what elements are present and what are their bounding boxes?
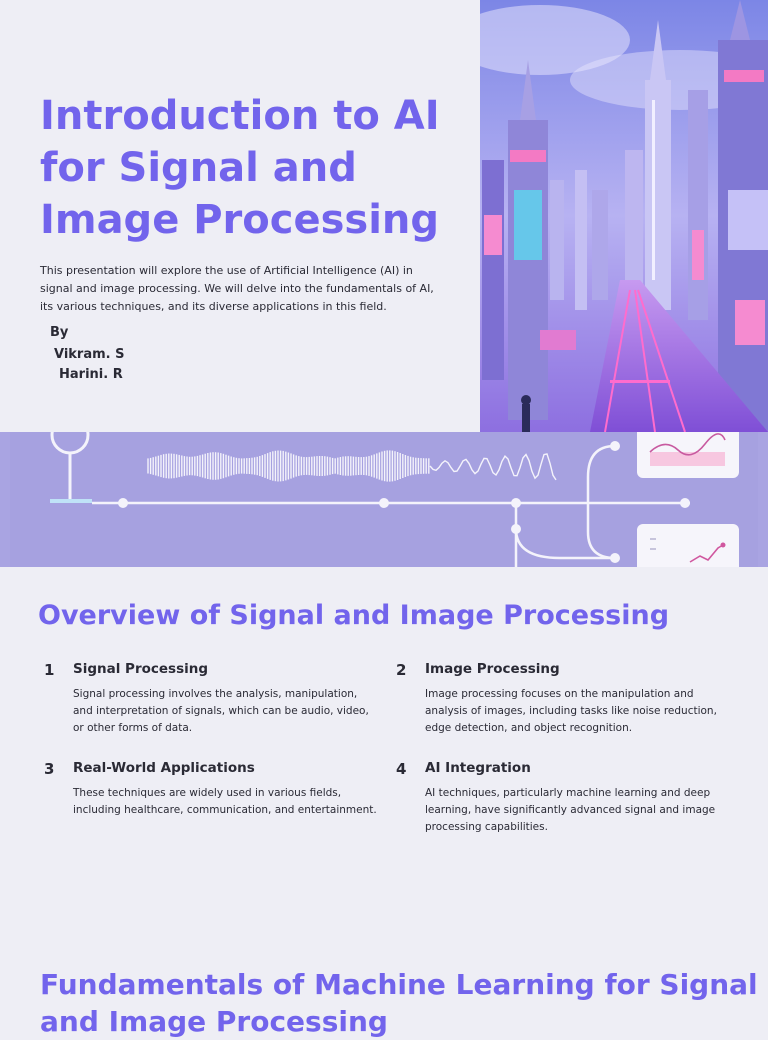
item-number: 2 — [396, 661, 407, 679]
item-heading: Signal Processing — [73, 661, 209, 677]
item-heading: Image Processing — [425, 661, 560, 677]
slide-title: Introduction to AI for Signal and Image … — [40, 93, 440, 243]
next-section-title: Fundamentals of Machine Learning for Sig… — [40, 968, 758, 1038]
item-body: Image processing focuses on the manipula… — [425, 688, 717, 734]
author-name: Vikram. S — [54, 347, 125, 362]
item-body: These techniques are widely used in vari… — [73, 787, 377, 816]
section-title: Overview of Signal and Image Processing — [38, 600, 670, 631]
waveform-graphic — [147, 450, 557, 482]
intro-paragraph: This presentation will explore the use o… — [40, 264, 434, 313]
item-number: 4 — [396, 760, 407, 778]
item-body: Signal processing involves the analysis,… — [73, 688, 369, 734]
item-number: 1 — [44, 661, 55, 679]
item-heading: Real-World Applications — [73, 760, 255, 776]
author-name: Harini. R — [59, 367, 123, 382]
item-body: AI techniques, particularly machine lear… — [425, 787, 716, 833]
futuristic-city-image — [480, 0, 768, 432]
signal-illustration-banner — [0, 432, 768, 567]
item-heading: AI Integration — [425, 760, 531, 776]
chart-card — [637, 524, 739, 567]
item-number: 3 — [44, 760, 55, 778]
by-label: By — [50, 325, 69, 340]
